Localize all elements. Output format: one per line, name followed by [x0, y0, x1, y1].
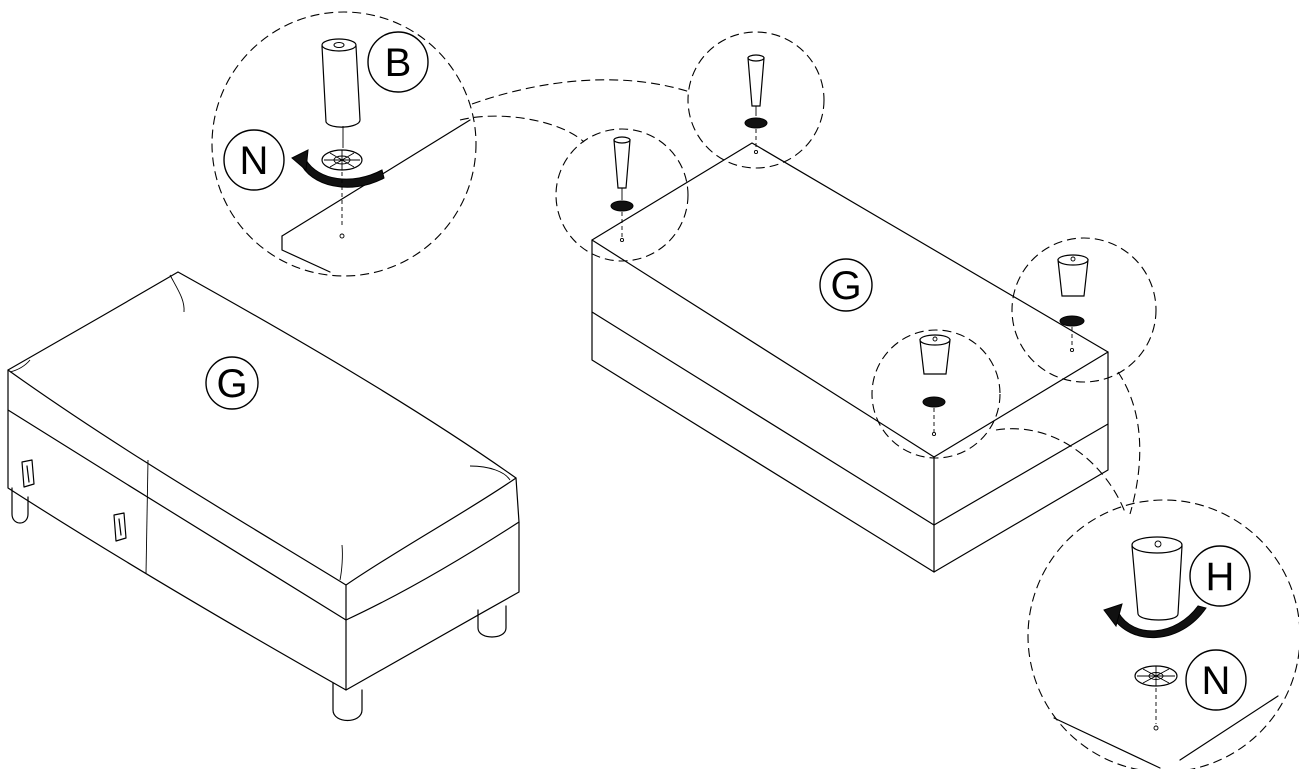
label-g-left: G [205, 356, 259, 410]
label-h-text: H [1206, 555, 1235, 599]
zoom-detail-bottom [995, 371, 1299, 769]
ottoman-cushion-band [7, 369, 347, 621]
zoom-detail-top [211, 11, 691, 277]
leg-detail-corner-right [1011, 237, 1157, 383]
label-n-bottom: N [1185, 649, 1247, 711]
label-b-text: B [385, 41, 412, 85]
label-h: H [1189, 545, 1251, 607]
label-g-right-text: G [830, 264, 861, 308]
ottoman-top [7, 271, 517, 586]
ottoman-base [7, 409, 347, 691]
leg-detail-corner-left [555, 128, 689, 262]
label-n-top: N [223, 129, 285, 191]
label-n-bottom-text: N [1202, 659, 1231, 703]
label-b: B [367, 31, 429, 93]
label-g-right: G [819, 258, 873, 312]
label-n-top-text: N [240, 139, 269, 183]
leg-detail-corner-top [687, 31, 825, 169]
leg-detail-corner-front [871, 329, 1001, 459]
ottoman-inverted [591, 142, 1109, 573]
label-g-left-text: G [216, 362, 247, 406]
ottoman-assembled [7, 271, 520, 722]
